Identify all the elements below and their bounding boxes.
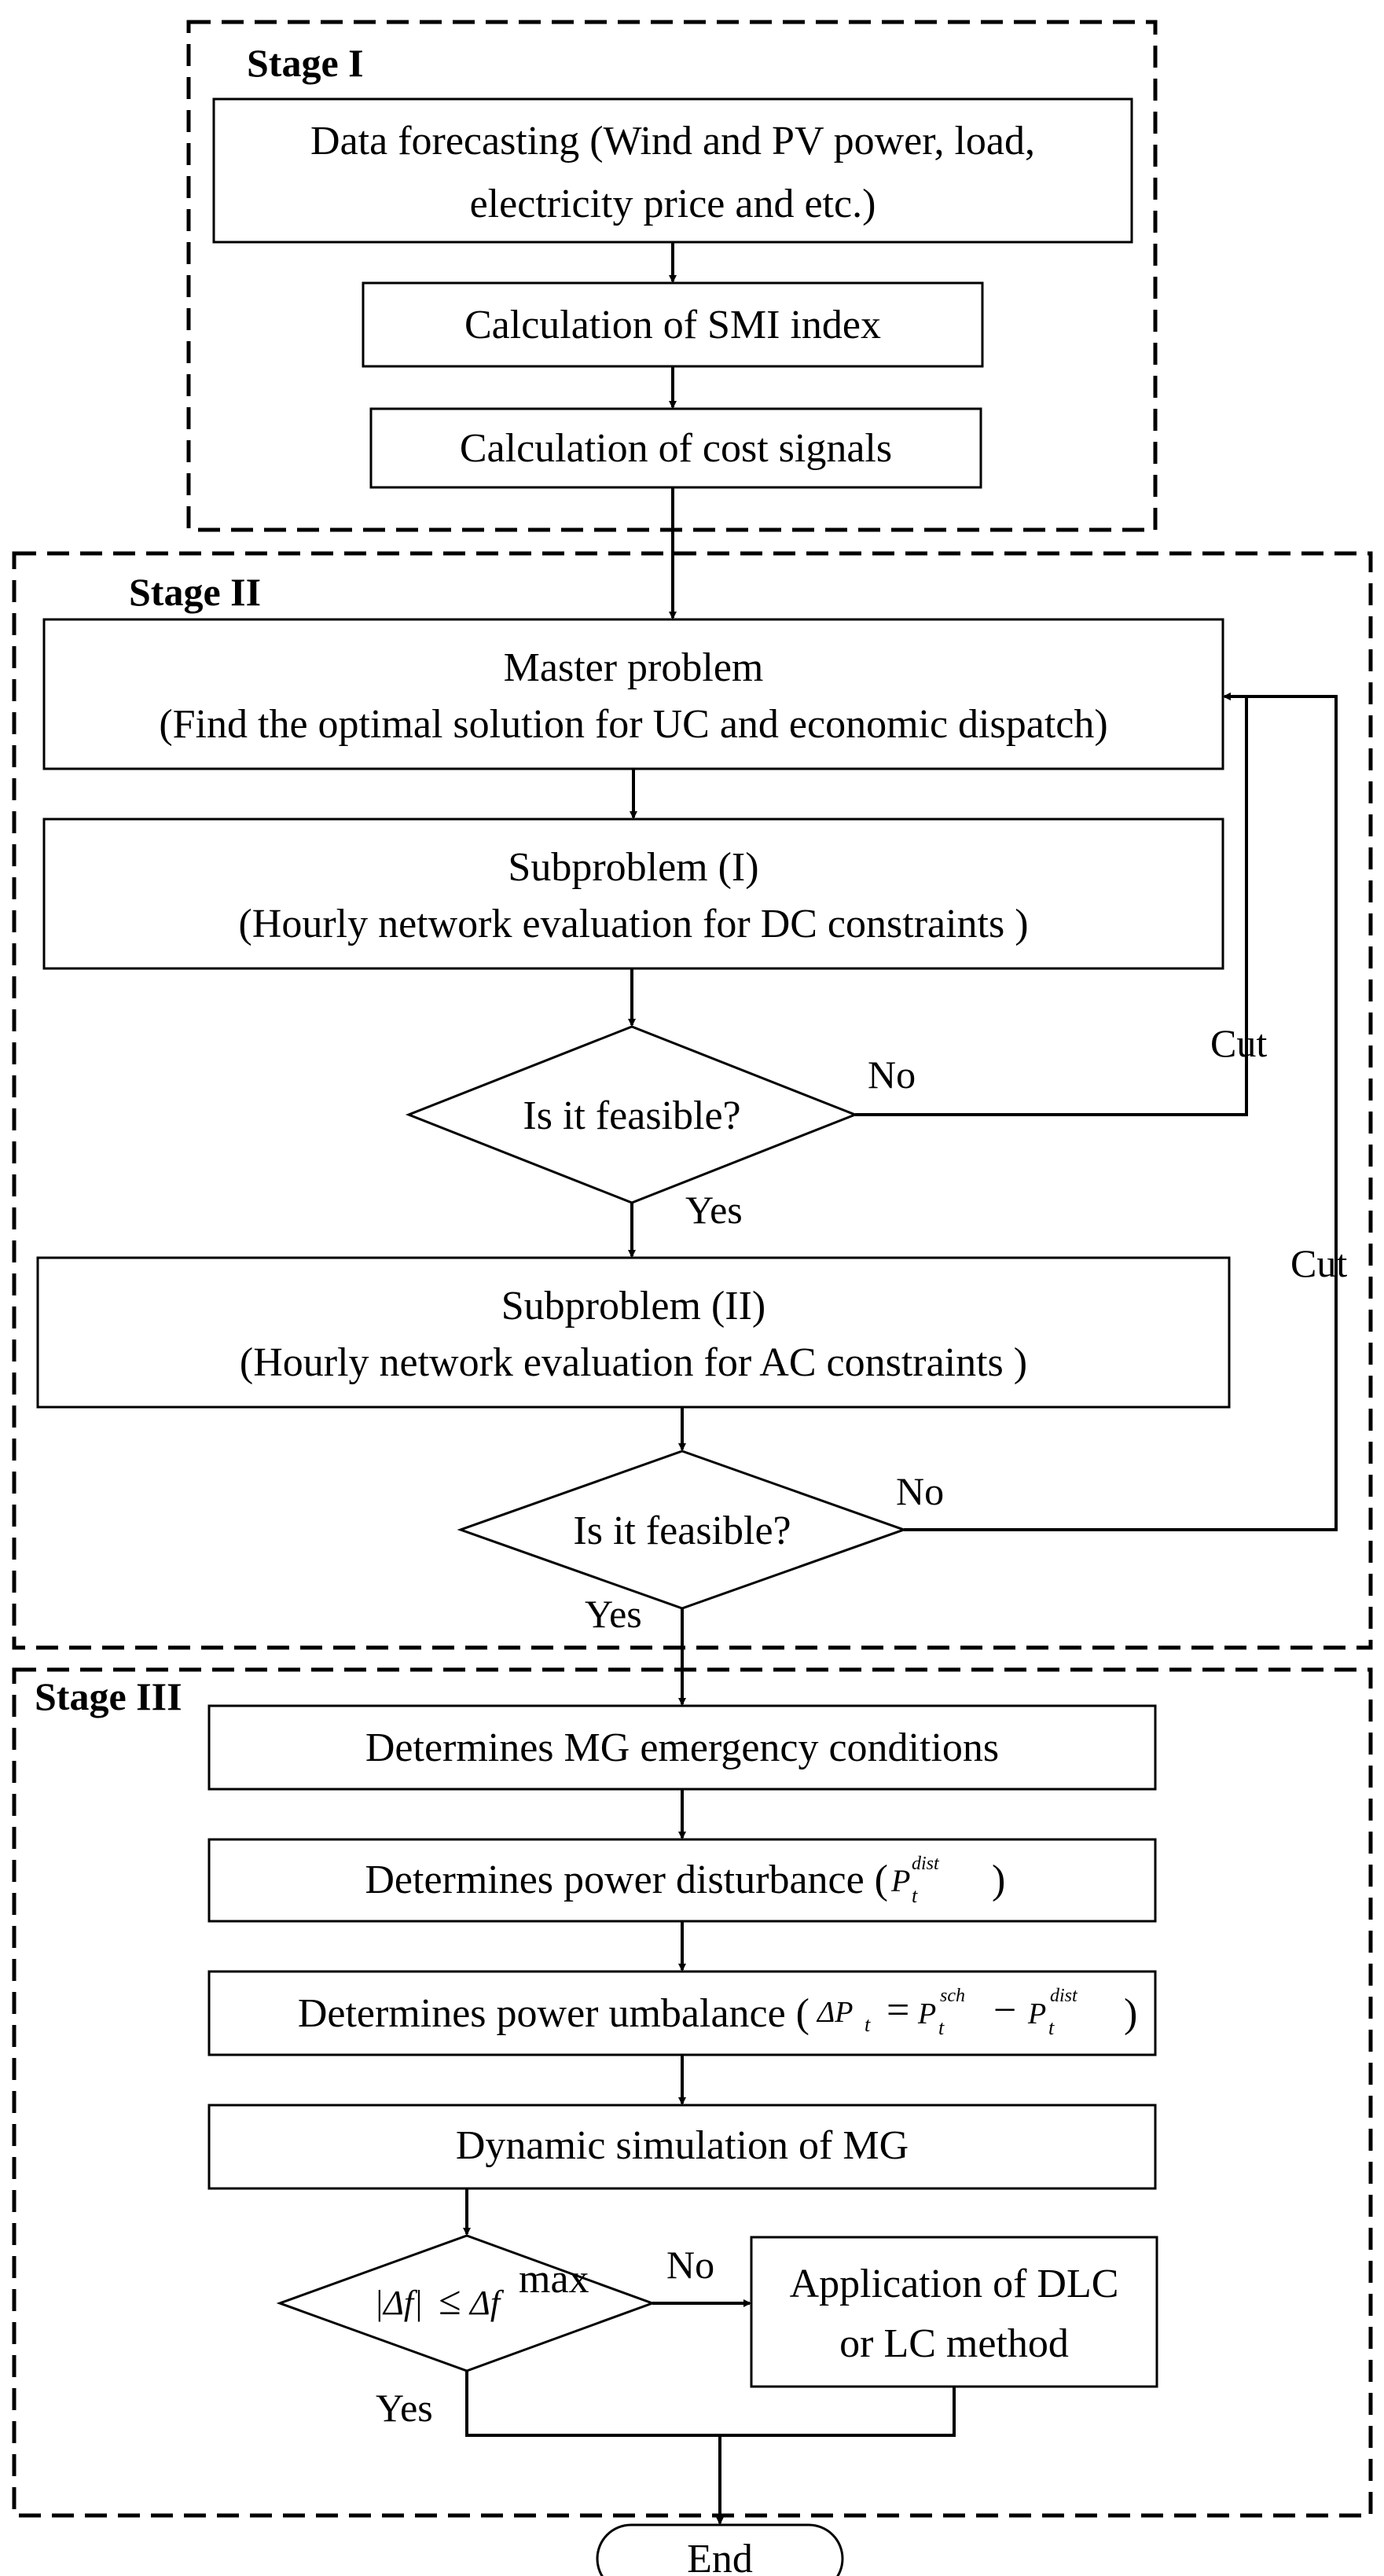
subproblem2-box [36, 1256, 1231, 1409]
master-problem-box [42, 618, 1224, 770]
check-yes-label: Yes [376, 2386, 433, 2430]
umbalance-equals: = [887, 1988, 909, 2033]
feasible1-no-label: No [868, 1053, 916, 1097]
feasible2-text: Is it feasible? [573, 1508, 791, 1553]
stage2-frame [12, 551, 1373, 1650]
disturbance-t: t [912, 1884, 918, 1907]
line-dlc-merge [720, 2387, 956, 2437]
feasible1-text: Is it feasible? [523, 1093, 740, 1138]
umbalance-P1: P [917, 1997, 936, 2030]
end-terminal [596, 2523, 844, 2576]
feasible1-yes-label: Yes [685, 1188, 743, 1232]
stage1-label: Stage I [247, 41, 364, 85]
forecast-text-line1: Data forecasting (Wind and PV power, loa… [310, 119, 1035, 164]
dynamic-text: Dynamic simulation of MG [456, 2123, 909, 2168]
cost-box [369, 407, 982, 489]
master-problem-title: Master problem [504, 645, 764, 690]
umbalance-close: ) [1124, 1991, 1137, 2036]
umbalance-deltaP: ΔP [816, 1996, 854, 2029]
frequency-check-diamond [276, 2234, 656, 2372]
max-superscript: max [519, 2257, 589, 2302]
cut2-label: Cut [1290, 1241, 1347, 1285]
dynamic-box [207, 2104, 1157, 2190]
dlc-box [750, 2236, 1158, 2388]
disturbance-dist: dist [912, 1854, 940, 1874]
end-text: End [687, 2537, 753, 2576]
umbalance-P1-sch: sch [940, 1986, 965, 2006]
abs-delta-f: |Δf| [374, 2284, 423, 2322]
forecast-box [212, 97, 1133, 244]
umbalance-text: Determines power umbalance ( [298, 1991, 809, 2036]
delta-f: Δf [468, 2284, 505, 2322]
umbalance-P1-t: t [938, 2016, 945, 2039]
umbalance-minus: − [993, 1988, 1016, 2033]
stage3-frame [12, 1667, 1373, 2518]
dlc-text-line1: Application of DLC [790, 2262, 1119, 2306]
subproblem1-box [42, 818, 1224, 970]
subproblem1-title: Subproblem (I) [508, 845, 758, 890]
subproblem2-title: Subproblem (II) [501, 1284, 765, 1328]
emergency-box [207, 1704, 1157, 1791]
umbalance-P2: P [1027, 1997, 1046, 2030]
check-no-label: No [666, 2243, 714, 2287]
umbalance-P2-t: t [1048, 2016, 1055, 2039]
subproblem1-desc: (Hourly network evaluation for DC constr… [238, 902, 1028, 946]
cost-text: Calculation of cost signals [460, 426, 892, 471]
umbalance-P2-dist: dist [1050, 1986, 1078, 2006]
stage2-label: Stage II [129, 570, 261, 614]
master-problem-desc: (Find the optimal solution for UC and ec… [159, 702, 1107, 747]
disturbance-P: P [890, 1863, 910, 1898]
line-check-yes [465, 2371, 720, 2437]
disturbance-close: ) [992, 1858, 1005, 1902]
feasible2-yes-label: Yes [585, 1592, 642, 1636]
cut1-label: Cut [1210, 1021, 1267, 1065]
leq-sign: ≤ [439, 2279, 461, 2324]
stage3-label: Stage III [35, 1674, 182, 1718]
disturbance-box [207, 1838, 1157, 1923]
umbalance-deltaP-t: t [865, 2013, 871, 2036]
disturbance-text: Determines power disturbance ( [365, 1858, 888, 1902]
forecast-text-line2: electricity price and etc.) [470, 182, 876, 226]
dlc-text-line2: or LC method [839, 2321, 1069, 2366]
subproblem2-desc: (Hourly network evaluation for AC constr… [240, 1340, 1027, 1385]
emergency-text: Determines MG emergency conditions [365, 1725, 999, 1770]
feasible2-no-label: No [896, 1469, 944, 1513]
arrow-feasible2-no-cut [904, 693, 1338, 1531]
smi-text: Calculation of SMI index [464, 303, 881, 347]
